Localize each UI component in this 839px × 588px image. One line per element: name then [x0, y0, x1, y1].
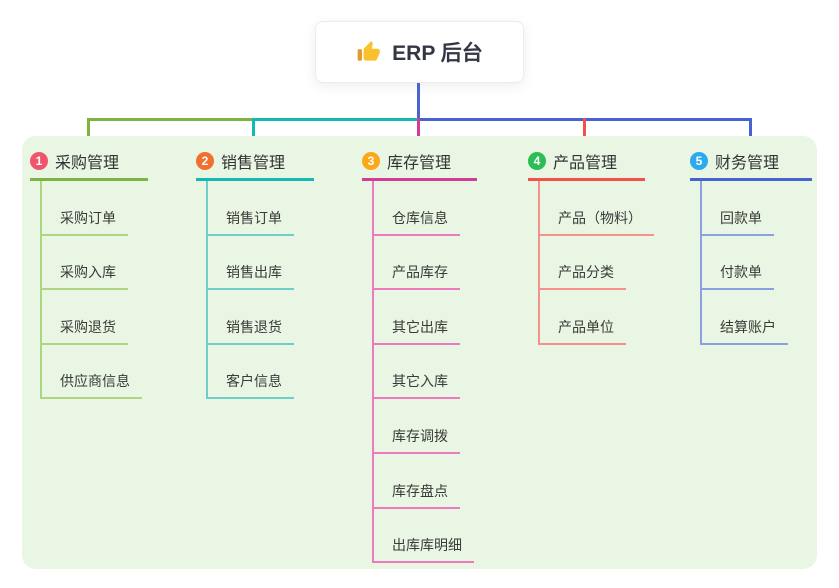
- child-node-label: 回款单: [720, 209, 762, 226]
- child-node[interactable]: 出库库明细: [374, 509, 474, 564]
- branch-title-label: 采购管理: [55, 155, 120, 172]
- connector-branch-drop: [417, 118, 420, 151]
- branch-children: 销售订单 销售出库 销售退货 客户信息: [206, 181, 314, 400]
- branch-number-badge: 1: [30, 152, 48, 170]
- child-node-label: 采购订单: [60, 209, 116, 226]
- child-node[interactable]: 其它入库: [374, 345, 460, 400]
- branch-3: 3 库存管理 仓库信息 产品库存 其它出库 其它入库 库存调拨 库存盘点 出库库…: [362, 149, 477, 564]
- branches-panel: [22, 136, 817, 569]
- child-node[interactable]: 销售出库: [208, 236, 294, 291]
- child-node[interactable]: 库存调拨: [374, 399, 460, 454]
- branch-2: 2 销售管理 销售订单 销售出库 销售退货 客户信息: [196, 149, 314, 400]
- branch-children: 仓库信息 产品库存 其它出库 其它入库 库存调拨 库存盘点 出库库明细: [372, 181, 477, 564]
- child-node-label: 采购入库: [60, 264, 116, 281]
- child-node[interactable]: 其它出库: [374, 290, 460, 345]
- branch-children: 回款单 付款单 结算账户: [700, 181, 812, 345]
- child-node-label: 销售订单: [226, 209, 282, 226]
- child-node-label: 采购退货: [60, 318, 116, 335]
- branch-number-badge: 2: [196, 152, 214, 170]
- child-node-label: 供应商信息: [60, 373, 130, 390]
- connector-branch-drop: [583, 118, 586, 151]
- child-node[interactable]: 产品分类: [540, 236, 626, 291]
- branch-4: 4 产品管理 产品（物料） 产品分类 产品单位: [528, 149, 654, 345]
- child-node-label: 产品单位: [558, 318, 614, 335]
- branch-5: 5 财务管理 回款单 付款单 结算账户: [690, 149, 812, 345]
- connector-branch-drop: [749, 118, 752, 151]
- child-node-label: 其它入库: [392, 373, 448, 390]
- root-title: ERP 后台: [392, 42, 483, 65]
- branch-title-label: 销售管理: [221, 155, 286, 172]
- branch-title-node[interactable]: 5 财务管理: [690, 149, 812, 181]
- root-node-erp[interactable]: ERP 后台: [315, 21, 524, 83]
- connector-bus-segment: [87, 118, 253, 121]
- branch-title-label: 库存管理: [387, 155, 452, 172]
- connector-bus-segment: [252, 118, 418, 121]
- child-node[interactable]: 销售退货: [208, 290, 294, 345]
- child-node[interactable]: 销售订单: [208, 181, 294, 236]
- child-node-label: 产品（物料）: [558, 209, 642, 226]
- child-node-label: 产品库存: [392, 264, 448, 281]
- child-node[interactable]: 采购退货: [42, 290, 128, 345]
- child-node-label: 销售退货: [226, 318, 282, 335]
- branch-number-badge: 5: [690, 152, 708, 170]
- branch-1: 1 采购管理 采购订单 采购入库 采购退货 供应商信息: [30, 149, 148, 400]
- child-node[interactable]: 结算账户: [702, 290, 788, 345]
- child-node[interactable]: 客户信息: [208, 345, 294, 400]
- child-node-label: 库存盘点: [392, 482, 448, 499]
- branch-title-node[interactable]: 2 销售管理: [196, 149, 314, 181]
- branch-title-node[interactable]: 3 库存管理: [362, 149, 477, 181]
- connector-branch-drop: [252, 118, 255, 151]
- child-node-label: 仓库信息: [392, 209, 448, 226]
- child-node-label: 付款单: [720, 264, 762, 281]
- child-node[interactable]: 产品单位: [540, 290, 626, 345]
- thumbs-up-icon: [356, 39, 382, 65]
- branch-children: 产品（物料） 产品分类 产品单位: [538, 181, 654, 345]
- branch-children: 采购订单 采购入库 采购退货 供应商信息: [40, 181, 148, 400]
- branch-number-badge: 4: [528, 152, 546, 170]
- branch-title-label: 财务管理: [715, 155, 780, 172]
- child-node[interactable]: 供应商信息: [42, 345, 142, 400]
- child-node-label: 出库库明细: [392, 537, 462, 554]
- connector-branch-drop: [87, 118, 90, 151]
- child-node-label: 销售出库: [226, 264, 282, 281]
- child-node[interactable]: 产品库存: [374, 236, 460, 291]
- branch-title-label: 产品管理: [553, 155, 618, 172]
- child-node[interactable]: 产品（物料）: [540, 181, 654, 236]
- child-node-label: 产品分类: [558, 264, 614, 281]
- connector-root-drop: [417, 83, 420, 118]
- child-node-label: 客户信息: [226, 373, 282, 390]
- child-node-label: 库存调拨: [392, 427, 448, 444]
- child-node[interactable]: 仓库信息: [374, 181, 460, 236]
- child-node[interactable]: 库存盘点: [374, 454, 460, 509]
- branch-number-badge: 3: [362, 152, 380, 170]
- child-node[interactable]: 采购订单: [42, 181, 128, 236]
- branch-title-node[interactable]: 4 产品管理: [528, 149, 645, 181]
- child-node-label: 其它出库: [392, 318, 448, 335]
- branch-title-node[interactable]: 1 采购管理: [30, 149, 148, 181]
- child-node-label: 结算账户: [720, 318, 776, 335]
- child-node[interactable]: 采购入库: [42, 236, 128, 291]
- child-node[interactable]: 付款单: [702, 236, 774, 291]
- child-node[interactable]: 回款单: [702, 181, 774, 236]
